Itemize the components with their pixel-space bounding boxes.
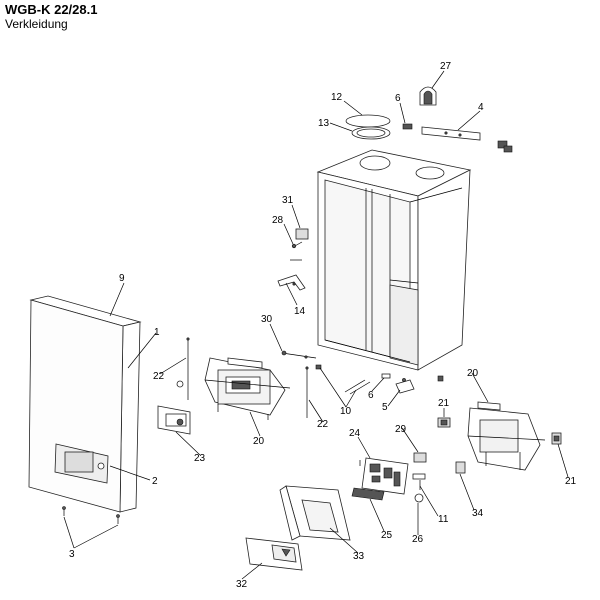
callout-33: 33 (353, 551, 365, 562)
callout-23: 23 (194, 453, 206, 464)
callout-13: 13 (318, 118, 330, 129)
part-small-knob (176, 380, 184, 388)
callout-29: 29 (395, 424, 407, 435)
callout-6-bottom: 6 (368, 390, 374, 401)
part-1-front-panel (28, 295, 142, 513)
callout-labels: 27 12 6 4 13 31 28 14 9 1 30 22 22 20 20… (69, 61, 577, 590)
part-26-knob (414, 493, 424, 503)
callout-20-right: 20 (467, 368, 479, 379)
callout-25: 25 (381, 530, 393, 541)
part-10-fixings (315, 364, 371, 395)
part-33-bottom-cover (279, 485, 351, 541)
callout-1: 1 (154, 327, 160, 338)
callout-11: 11 (438, 514, 449, 525)
part-21-clip-right (551, 432, 562, 445)
part-27-cap (419, 86, 437, 106)
callout-20-left: 20 (253, 436, 265, 447)
callout-4: 4 (478, 102, 484, 113)
callout-12: 12 (331, 92, 343, 103)
part-12-gasket (345, 114, 391, 128)
callout-6-top: 6 (395, 93, 401, 104)
callout-10: 10 (340, 406, 352, 417)
callout-34: 34 (472, 508, 484, 519)
callout-21-right: 21 (565, 476, 577, 487)
callout-21-left: 21 (438, 398, 450, 409)
part-23-plate (157, 405, 191, 435)
part-11-plug (412, 473, 426, 490)
part-4-bracket (421, 126, 513, 153)
part-21-clip-left (437, 417, 451, 428)
callout-24: 24 (349, 428, 361, 439)
callout-2: 2 (152, 476, 158, 487)
callout-22-right: 22 (317, 419, 329, 430)
part-28-screw (291, 241, 303, 249)
part-34-switch (455, 461, 466, 474)
part-13-ring (351, 126, 391, 140)
part-25-terminal-strip (351, 487, 385, 501)
part-22-rod-right (305, 366, 309, 418)
part-14-hinge (277, 259, 306, 291)
part-20-housing-right (467, 401, 546, 471)
callout-28: 28 (272, 215, 284, 226)
part-22-rod-left (186, 337, 190, 400)
boiler-casing-frame (316, 149, 472, 371)
callout-3: 3 (69, 549, 75, 560)
callout-31: 31 (282, 195, 294, 206)
callout-22-left: 22 (153, 371, 165, 382)
callout-5: 5 (382, 402, 388, 413)
callout-14: 14 (294, 306, 306, 317)
part-32-lower-flap (245, 537, 303, 571)
part-5-holder (395, 375, 444, 394)
callout-27: 27 (440, 61, 452, 72)
diagram-title: WGB-K 22/28.1 (5, 2, 98, 17)
leader-lines (63, 70, 569, 580)
part-30-sensor (281, 350, 317, 359)
part-3-screws (62, 506, 120, 524)
callout-9: 9 (119, 273, 125, 284)
part-6-clip-bottom (381, 373, 391, 379)
part-31-block (295, 228, 309, 240)
callout-32: 32 (236, 579, 248, 590)
callout-26: 26 (412, 534, 424, 545)
callout-30: 30 (261, 314, 273, 325)
part-6-clip-top (402, 123, 413, 130)
part-24-circuit-board (359, 457, 409, 495)
part-29-connector (413, 452, 427, 463)
diagram-subtitle: Verkleidung (5, 17, 68, 31)
part-20-control-housing-left (204, 357, 291, 420)
